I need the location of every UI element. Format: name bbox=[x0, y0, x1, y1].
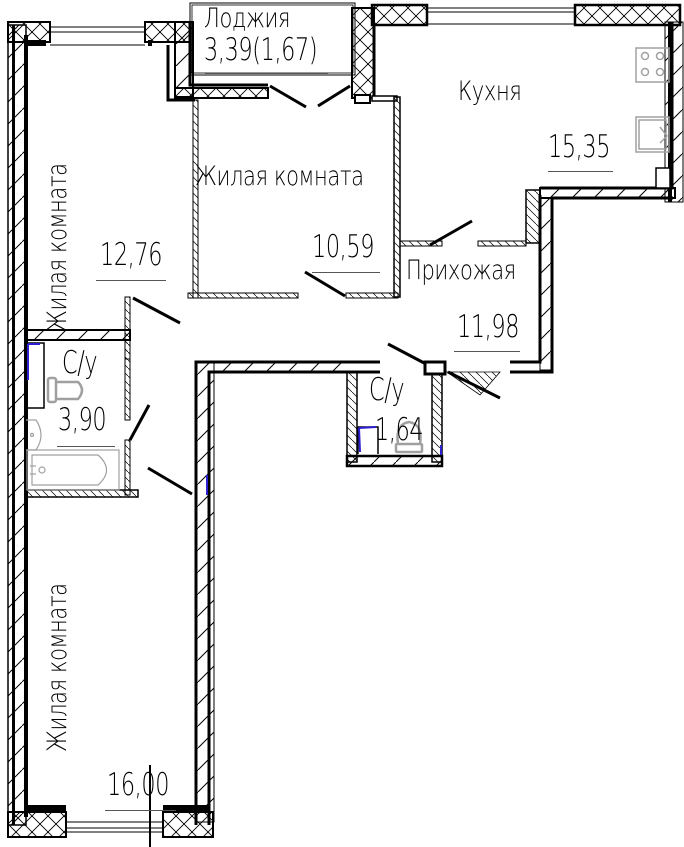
wall-left-top-room-right bbox=[166, 21, 199, 299]
door-bottom-room bbox=[147, 466, 193, 496]
room-name-bathroom-left: С/у bbox=[62, 345, 98, 381]
wall-top-left-room bbox=[7, 21, 191, 46]
room-name-living-room-left-top: Жилая комната bbox=[42, 163, 73, 332]
bathroom-center-walls bbox=[345, 342, 447, 468]
underline bbox=[205, 73, 328, 74]
room-area-living-room-left-top: 12,76 bbox=[100, 237, 163, 273]
underline bbox=[105, 810, 176, 811]
toilet-icon bbox=[394, 420, 424, 454]
room-name-living-room-left-bottom: Жилая комната bbox=[42, 583, 73, 752]
room-area-living-room-left-bottom: 16,00 bbox=[107, 767, 170, 803]
washbasin-icon bbox=[26, 419, 42, 451]
kitchen-sink-icon bbox=[635, 116, 670, 153]
toilet-icon bbox=[46, 376, 84, 404]
loggia-walls bbox=[174, 2, 375, 109]
outer-wall-left bbox=[7, 24, 28, 826]
hallway-walls bbox=[399, 195, 554, 400]
stove-icon bbox=[635, 47, 670, 83]
room-name-living-room-center: Жилая комната bbox=[195, 161, 364, 192]
corridor-walls bbox=[194, 360, 380, 825]
room-name-loggia: Лоджия bbox=[204, 3, 291, 34]
room-name-hallway: Прихожая bbox=[406, 255, 516, 286]
underline bbox=[96, 280, 166, 281]
center-room-walls bbox=[187, 270, 399, 299]
wall-bottom bbox=[7, 765, 214, 847]
underline bbox=[57, 446, 115, 447]
room-area-hallway: 11,98 bbox=[457, 309, 520, 345]
room-area-bathroom-left: 3,90 bbox=[58, 402, 107, 438]
bathtub-icon bbox=[26, 449, 120, 491]
kitchen-walls bbox=[370, 3, 684, 298]
room-name-kitchen: Кухня bbox=[458, 76, 522, 107]
underline bbox=[548, 171, 613, 172]
room-name-bathroom-center: С/у bbox=[369, 372, 405, 408]
underline bbox=[312, 272, 380, 273]
underline bbox=[454, 351, 520, 352]
room-area-kitchen: 15,35 bbox=[548, 129, 611, 165]
room-area-bathroom-center: 1,64 bbox=[375, 412, 424, 448]
room-area-loggia: 3,39(1,67) bbox=[204, 32, 318, 68]
room-area-living-room-center: 10,59 bbox=[312, 229, 375, 265]
